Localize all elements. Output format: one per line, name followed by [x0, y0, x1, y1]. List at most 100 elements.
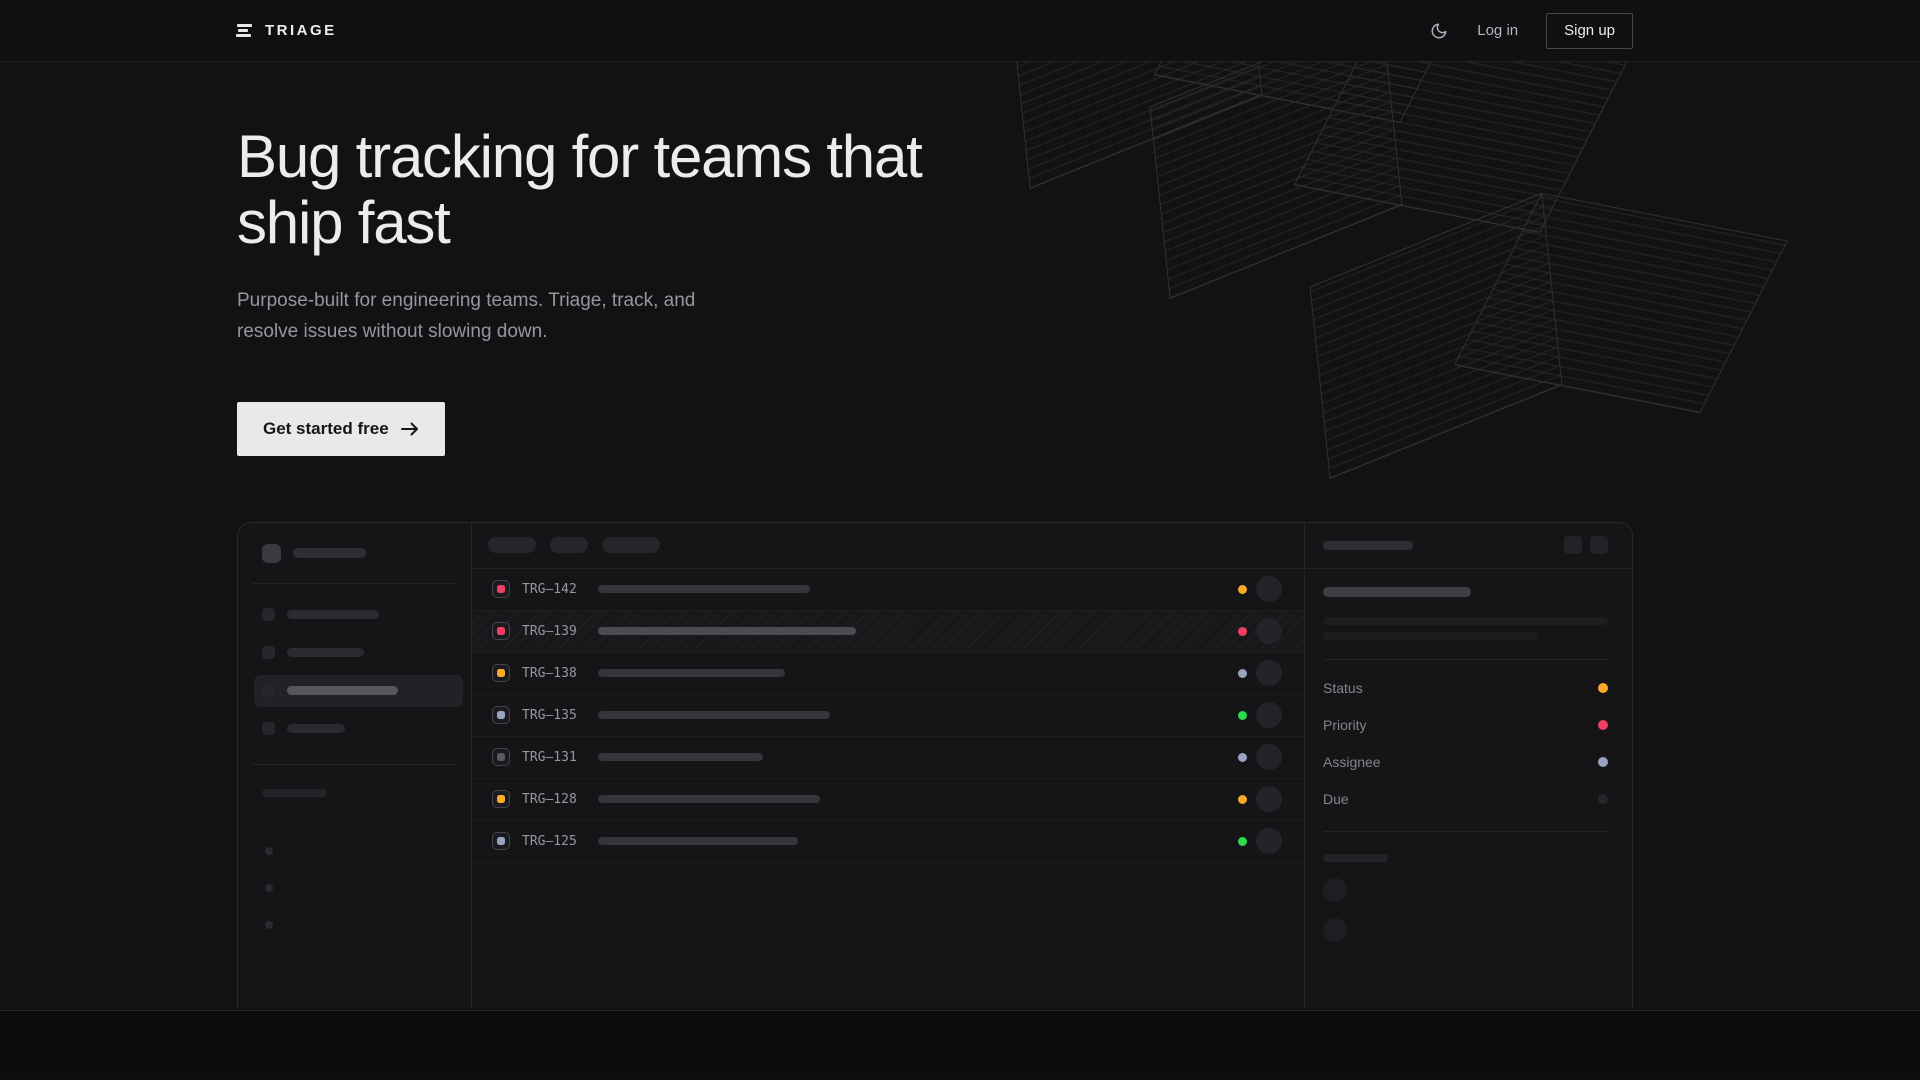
issue-id: TRG–131: [522, 749, 577, 765]
field-label: Assignee: [1323, 754, 1381, 771]
sidebar-item-icon-placeholder: [262, 722, 275, 736]
detail-field-row[interactable]: Assignee: [1323, 744, 1608, 781]
issue-row[interactable]: TRG–135: [472, 695, 1304, 737]
issue-title-placeholder: [598, 753, 763, 762]
issue-id: TRG–138: [522, 665, 577, 681]
app-preview-card: TRG–142 TRG–139 TRG–138 TRG–135: [237, 521, 1633, 1008]
hero-title: Bug tracking for teams that ship fast: [237, 123, 923, 256]
issue-id: TRG–139: [522, 623, 577, 639]
detail-field-row[interactable]: Priority: [1323, 707, 1608, 744]
issue-row[interactable]: TRG–138: [472, 653, 1304, 695]
issue-title-placeholder: [598, 837, 798, 846]
issue-row[interactable]: TRG–131: [472, 737, 1304, 779]
sidebar-item-icon-placeholder: [262, 646, 275, 660]
field-value-dot: [1598, 757, 1608, 768]
filter-pill-placeholder[interactable]: [488, 537, 536, 554]
issue-list-header: [472, 523, 1304, 569]
status-dot: [1238, 794, 1247, 804]
sidebar-item-icon-placeholder: [262, 684, 275, 698]
assignee-avatar[interactable]: [1256, 702, 1282, 729]
brand-logo[interactable]: TRIAGE: [236, 22, 337, 39]
assignee-avatar[interactable]: [1256, 660, 1282, 687]
field-value-dot: [1598, 683, 1608, 694]
issue-id: TRG–128: [522, 791, 577, 807]
issue-list-panel: TRG–142 TRG–139 TRG–138 TRG–135: [472, 522, 1305, 1008]
sidebar-divider: [252, 763, 457, 765]
issue-id: TRG–125: [522, 833, 577, 849]
cta-label: Get started free: [263, 418, 389, 438]
login-link[interactable]: Log in: [1477, 22, 1519, 39]
issue-list: TRG–142 TRG–139 TRG–138 TRG–135: [472, 569, 1304, 863]
issue-title-placeholder: [598, 627, 856, 636]
issue-id: TRG–135: [522, 707, 577, 723]
workspace-name-placeholder: [293, 548, 366, 559]
issue-row[interactable]: TRG–125: [472, 821, 1304, 863]
issue-row[interactable]: TRG–139: [472, 610, 1304, 653]
status-dot: [1238, 668, 1247, 678]
assignee-avatar[interactable]: [1256, 618, 1282, 645]
field-label: Priority: [1323, 717, 1367, 734]
status-dot: [1238, 626, 1247, 636]
status-dot: [1238, 584, 1247, 594]
sidebar-bullet-placeholder: [265, 883, 273, 892]
issue-type-icon: [492, 832, 510, 851]
status-dot: [1238, 752, 1247, 762]
triage-bars-icon: [236, 24, 253, 37]
issue-id: TRG–142: [522, 581, 577, 597]
hero-section: Bug tracking for teams that ship fast Pu…: [0, 62, 1920, 1011]
detail-description-placeholder: [1323, 631, 1538, 640]
detail-divider: [1323, 658, 1608, 660]
issue-detail-panel: Status Priority Assignee Due: [1305, 523, 1632, 1008]
detail-divider: [1323, 830, 1608, 832]
top-nav: TRIAGE Log in Sign up: [0, 0, 1920, 62]
arrow-right-icon: [400, 422, 419, 436]
theme-toggle-moon-icon[interactable]: [1429, 21, 1449, 41]
sidebar-item[interactable]: [254, 634, 463, 672]
panel-action-button-placeholder[interactable]: [1590, 536, 1608, 555]
mock-sidebar: [238, 522, 472, 1008]
signup-button[interactable]: Sign up: [1546, 12, 1633, 49]
sidebar-item[interactable]: [254, 710, 463, 748]
issue-title-placeholder: [598, 585, 810, 594]
detail-field-row[interactable]: Status: [1323, 670, 1608, 707]
assignee-avatar[interactable]: [1256, 786, 1282, 813]
issue-title-placeholder: [598, 669, 785, 678]
workspace-avatar-placeholder: [262, 543, 281, 563]
get-started-button[interactable]: Get started free: [237, 401, 445, 456]
sidebar-section-label-placeholder: [262, 788, 327, 797]
status-dot: [1238, 836, 1247, 846]
sidebar-item[interactable]: [254, 596, 463, 634]
sidebar-bullet-placeholder: [265, 846, 273, 855]
activity-avatar-placeholder: [1323, 877, 1347, 902]
filter-pill-placeholder[interactable]: [602, 537, 660, 554]
brand-name: TRIAGE: [265, 22, 337, 39]
assignee-avatar[interactable]: [1256, 744, 1282, 771]
sidebar-item-label-placeholder: [287, 686, 398, 696]
field-value-dot: [1598, 794, 1608, 805]
sidebar-item-icon-placeholder: [262, 608, 275, 622]
footer: [0, 1011, 1920, 1078]
detail-field-row[interactable]: Due: [1323, 781, 1608, 818]
field-label: Status: [1323, 680, 1363, 697]
issue-row[interactable]: TRG–142: [472, 569, 1304, 611]
issue-type-icon: [492, 748, 510, 767]
sidebar-item-selected[interactable]: [254, 674, 463, 707]
activity-avatar-placeholder: [1323, 917, 1347, 942]
hero-subtitle: Purpose-built for engineering teams. Tri…: [237, 290, 696, 342]
detail-panel-header: [1305, 523, 1632, 569]
issue-type-icon: [492, 664, 510, 683]
sidebar-bullet-placeholder: [265, 920, 273, 929]
assignee-avatar[interactable]: [1256, 576, 1282, 603]
assignee-avatar[interactable]: [1256, 828, 1282, 855]
field-value-dot: [1598, 720, 1608, 731]
sidebar-item-label-placeholder: [287, 724, 345, 734]
filter-pill-placeholder[interactable]: [550, 537, 588, 554]
detail-description-placeholder: [1323, 616, 1608, 625]
field-label: Due: [1323, 791, 1349, 808]
detail-fields: Status Priority Assignee Due: [1323, 670, 1608, 818]
detail-title-placeholder: [1323, 586, 1471, 597]
panel-action-button-placeholder[interactable]: [1564, 536, 1582, 555]
issue-row[interactable]: TRG–128: [472, 779, 1304, 821]
sidebar-divider: [252, 582, 457, 584]
sidebar-item-label-placeholder: [287, 648, 364, 658]
